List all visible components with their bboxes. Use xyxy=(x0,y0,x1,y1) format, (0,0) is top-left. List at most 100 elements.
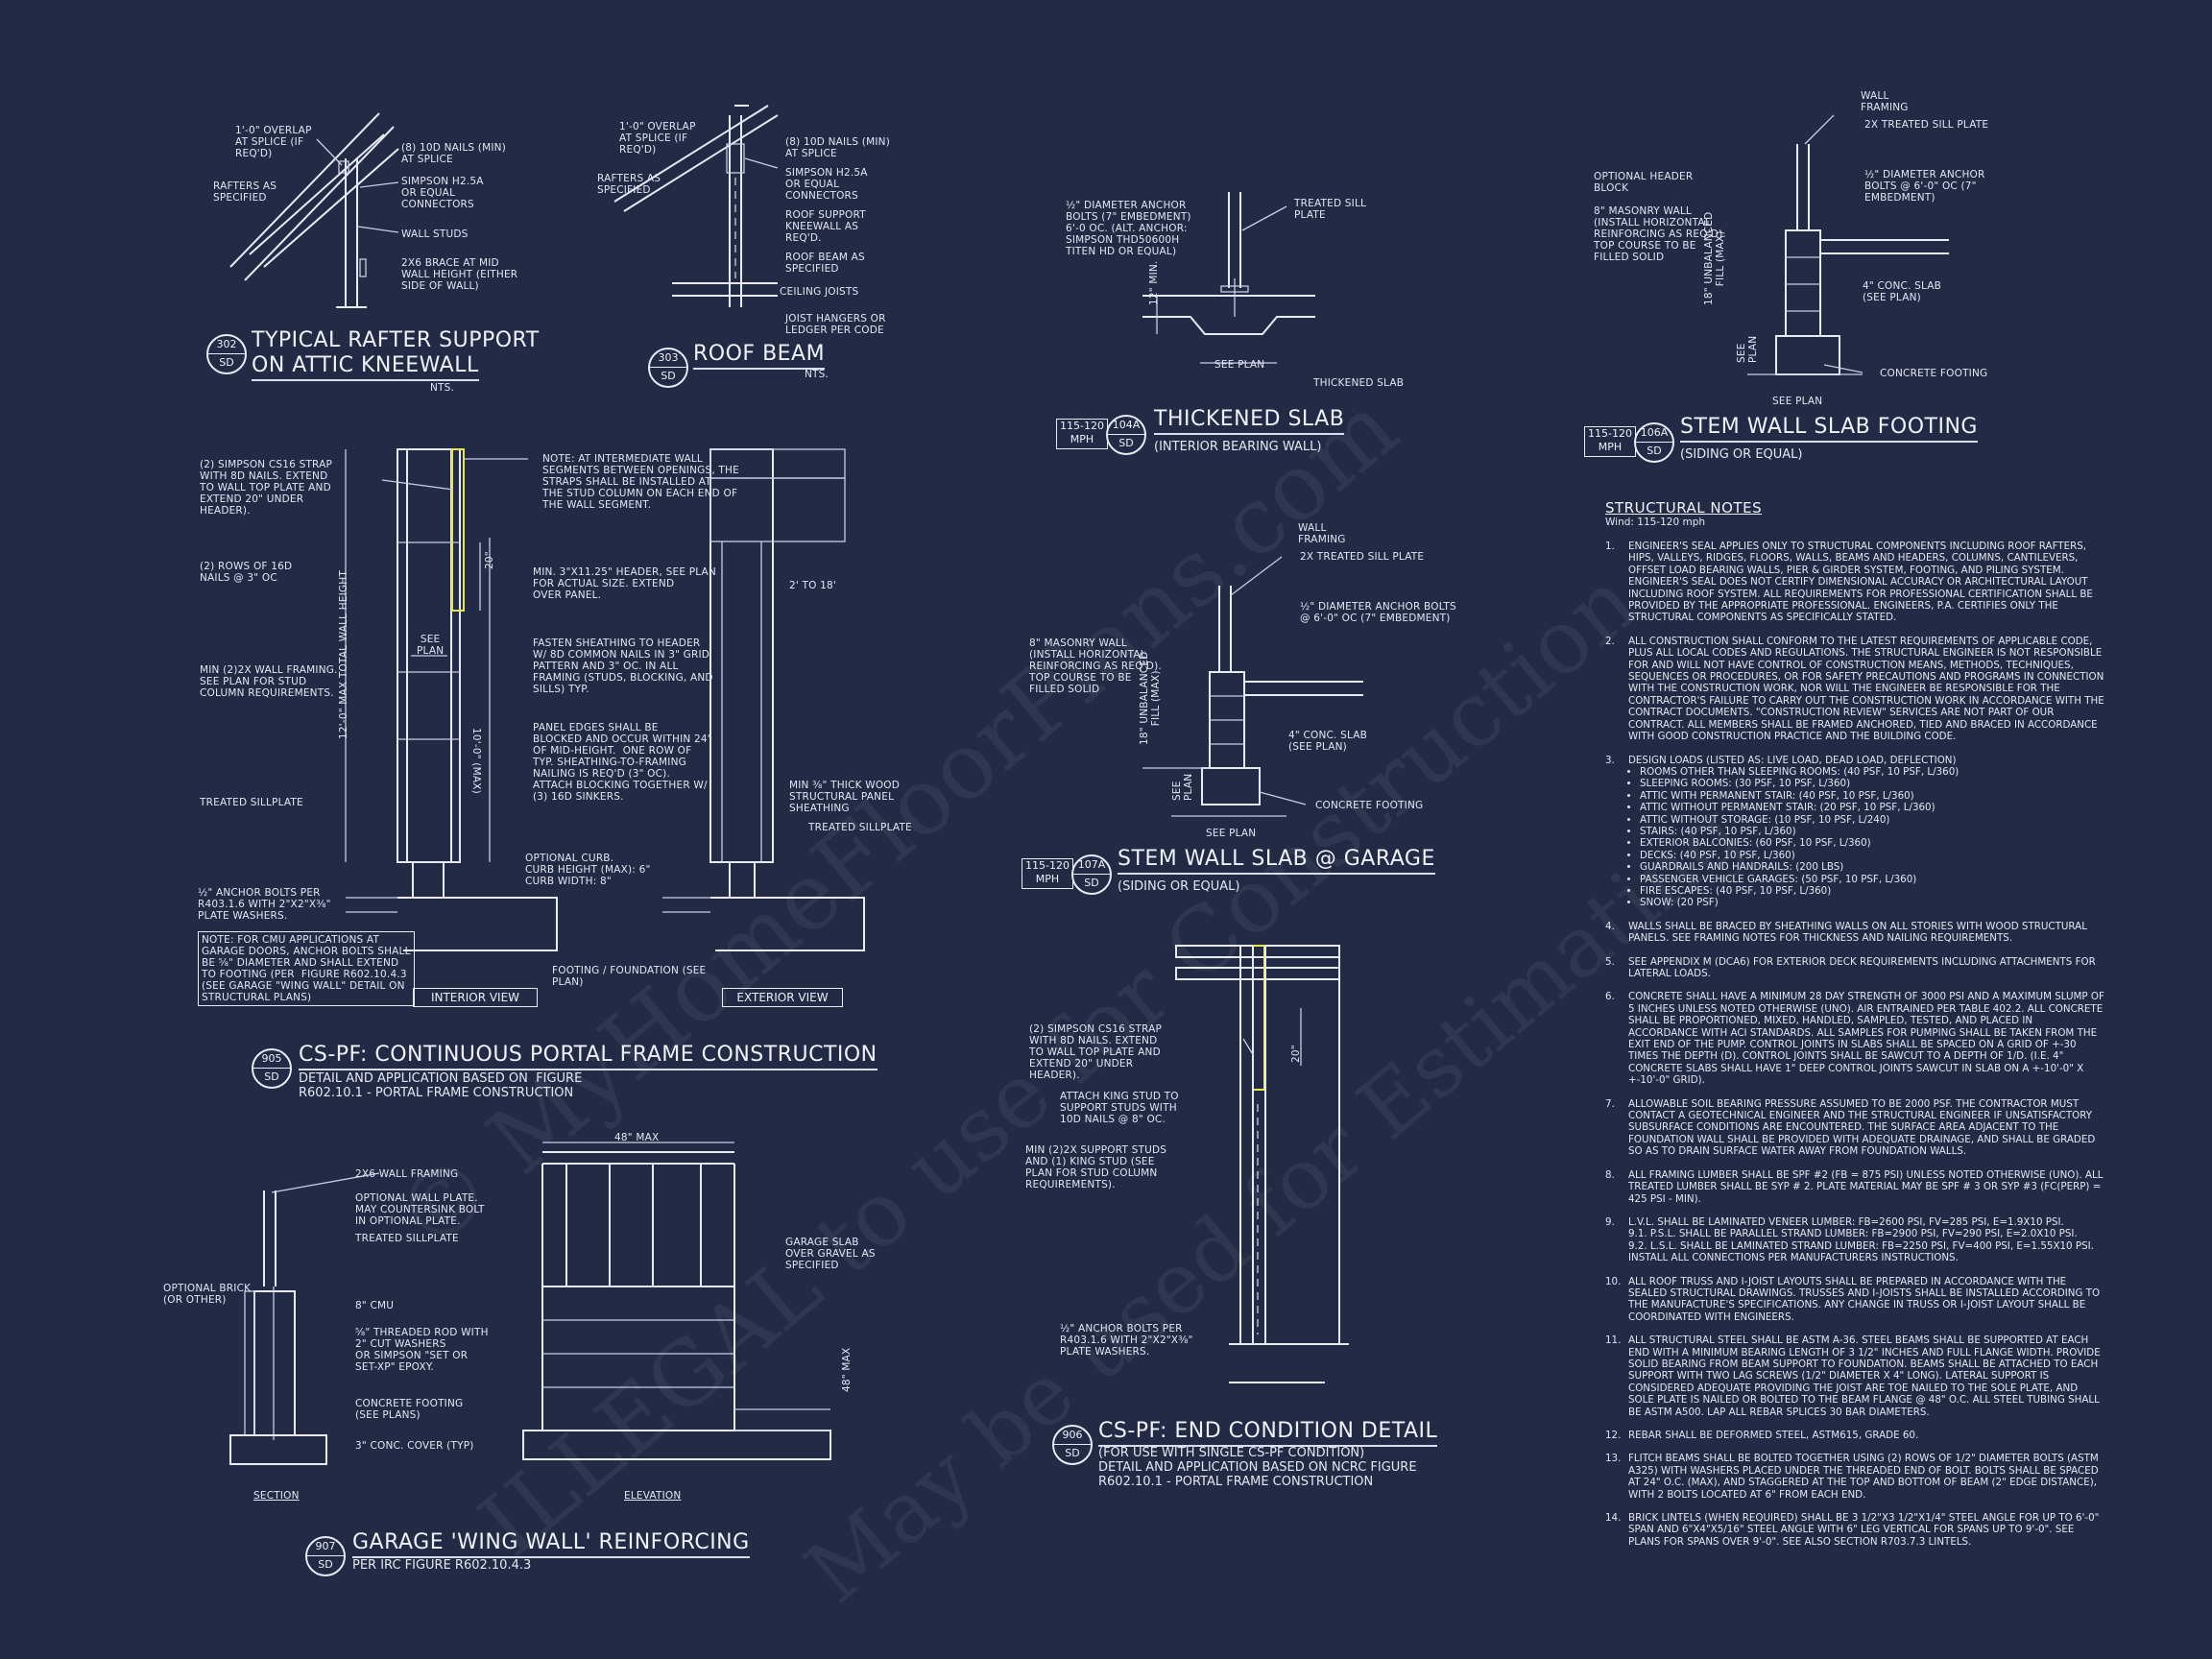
d905-label-rows: (2) ROWS OF 16d NAILS @ 3" OC xyxy=(200,561,293,584)
structural-notes: STRUCTURAL NOTES Wind: 115-120 mph 1.ENG… xyxy=(1605,499,2104,1559)
d906-sub-3: R602.10.1 - PORTAL FRAME CONSTRUCTION xyxy=(1098,1475,1374,1489)
d107a-label-masonry: 8" MASONRY WALL (INSTALL HORIZONTAL REIN… xyxy=(1029,637,1162,695)
d905-label-anchor: ½" ANCHOR BOLTS PER R403.1.6 WITH 2"x2"x… xyxy=(198,887,331,922)
d907-label-48-vertical: 48" MAX xyxy=(841,1347,853,1392)
d106a-subtitle: (SIDING OR EQUAL) xyxy=(1680,447,1803,462)
d302-title-1: TYPICAL RAFTER SUPPORT xyxy=(252,328,540,352)
detail-907-elevation-drawing xyxy=(522,1142,831,1460)
d302-scale: NTS. xyxy=(430,382,455,394)
d106a-label-fill: 18" UNBALANCED FILL (MAX) xyxy=(1703,211,1726,305)
d907-label-footing: CONCRETE FOOTING (SEE PLANS) xyxy=(355,1398,464,1421)
structural-note-5: 5.SEE APPENDIX M (DCA6) FOR EXTERIOR DEC… xyxy=(1605,956,2104,980)
structural-note-text: ENGINEER'S SEAL APPLIES ONLY TO STRUCTUR… xyxy=(1628,541,2093,624)
d303-label-simpson: SIMPSON H2.5A OR EQUAL CONNECTORS xyxy=(785,167,868,202)
d907-label-rod: ⅝" THREADED ROD WITH 2" CUT WASHERS OR S… xyxy=(355,1327,489,1373)
d905-label-sheathing: MIN ⅜" THICK WOOD STRUCTURAL PANEL SHEAT… xyxy=(789,780,901,814)
d906-sub-1: (FOR USE WITH SINGLE CS-PF CONDITION) xyxy=(1098,1446,1365,1460)
d106a-label-seeplan: SEE PLAN xyxy=(1772,396,1823,407)
d106a-wind-box: 115-120 MPH xyxy=(1584,426,1636,457)
structural-note-number: 4. xyxy=(1605,920,1615,932)
d104a-label-bolts: ½" DIAMETER ANCHOR BOLTS (7" EMBEDMENT) … xyxy=(1066,200,1191,257)
structural-notes-list: 1.ENGINEER'S SEAL APPLIES ONLY TO STRUCT… xyxy=(1605,541,2104,1548)
design-load-item: ATTIC WITHOUT PERMANENT STAIR: (20 PSF, … xyxy=(1640,802,2104,813)
d907-label-slab: GARAGE SLAB OVER GRAVEL AS SPECIFIED xyxy=(785,1237,876,1271)
structural-note-number: 5. xyxy=(1605,955,1615,968)
d905-label-seeplan: SEE PLAN xyxy=(417,634,445,657)
d104a-title: THICKENED SLAB xyxy=(1154,407,1345,435)
structural-note-text: ALL STRUCTURAL STEEL SHALL BE ASTM A-36.… xyxy=(1628,1334,2101,1418)
d907-subtitle: PER IRC FIGURE R602.10.4.3 xyxy=(352,1558,532,1573)
structural-note-text: ALL CONSTRUCTION SHALL CONFORM TO THE LA… xyxy=(1628,635,2104,743)
d905-label-footing: FOOTING / FOUNDATION (SEE PLAN) xyxy=(552,965,707,988)
d302-label-rafters: RAFTERS AS SPECIFIED xyxy=(213,180,277,204)
d905-label-10ft: 10'-0" (MAX) xyxy=(470,728,482,794)
d303-label-ceiling: CEILING JOISTS xyxy=(780,286,859,298)
d104a-label-min: 12" MIN. xyxy=(1148,260,1160,305)
structural-note-12: 12.REBAR SHALL BE DEFORMED STEEL, ASTM61… xyxy=(1605,1430,2104,1441)
d907-label-brick: OPTIONAL BRICK (OR OTHER) xyxy=(163,1283,252,1306)
structural-note-2: 2.ALL CONSTRUCTION SHALL CONFORM TO THE … xyxy=(1605,636,2104,743)
d107a-label-slab: 4" CONC. SLAB (SEE PLAN) xyxy=(1288,730,1368,753)
d906-label-king: ATTACH KING STUD TO SUPPORT STUDS WITH 1… xyxy=(1060,1091,1179,1125)
structural-note-9: 9.L.V.L. SHALL BE LAMINATED VENEER LUMBE… xyxy=(1605,1216,2104,1264)
design-load-list: ROOMS OTHER THAN SLEEPING ROOMS: (40 PSF… xyxy=(1628,766,2104,909)
d302-label-wall-studs: WALL STUDS xyxy=(401,228,469,240)
d303-title: ROOF BEAM xyxy=(693,342,826,370)
d906-title: CS-PF: END CONDITION DETAIL xyxy=(1098,1419,1438,1447)
structural-note-number: 11. xyxy=(1605,1334,1622,1347)
d104a-label-slab: THICKENED SLAB xyxy=(1313,377,1405,389)
d302-label-overlap: 1'-0" OVERLAP AT SPLICE (IF REQ'D) xyxy=(235,125,312,159)
d303-label-overlap: 1'-0" OVERLAP AT SPLICE (IF REQ'D) xyxy=(619,121,696,156)
d905-label-cmu-note: NOTE: FOR CMU APPLICATIONS AT GARAGE DOO… xyxy=(198,931,415,1006)
d106a-label-sill: 2x TREATED SILL PLATE xyxy=(1864,119,1989,131)
d907-label-plate: OPTIONAL WALL PLATE. MAY COUNTERSINK BOL… xyxy=(355,1192,485,1227)
d107a-label-bolts: ½" DIAMETER ANCHOR BOLTS @ 6'-0" OC (7" … xyxy=(1300,601,1456,624)
d106a-label-bolts: ½" DIAMETER ANCHOR BOLTS @ 6'-0" OC (7" … xyxy=(1864,169,1985,204)
d303-scale: NTS. xyxy=(805,369,830,380)
structural-note-text: ALLOWABLE SOIL BEARING PRESSURE ASSUMED … xyxy=(1628,1097,2096,1158)
d905-label-curb: OPTIONAL CURB. CURB HEIGHT (MAX): 6" CUR… xyxy=(525,853,651,887)
d905-label-sill-ext: TREATED SILLPLATE xyxy=(808,822,912,833)
structural-note-text: ALL ROOF TRUSS AND I-JOIST LAYOUTS SHALL… xyxy=(1628,1275,2101,1323)
design-load-item: SLEEPING ROOMS: (30 PSF, 10 PSF, L/360) xyxy=(1640,778,2104,789)
d907-elevation-label: ELEVATION xyxy=(624,1490,682,1502)
design-load-item: GUARDRAILS AND HANDRAILS: (200 LBS) xyxy=(1640,861,2104,873)
d106a-label-slab: 4" CONC. SLAB (SEE PLAN) xyxy=(1863,280,1942,303)
d106a-label-masonry: 8" MASONRY WALL (INSTALL HORIZONTAL REIN… xyxy=(1594,205,1726,263)
d107a-label-footing: CONCRETE FOOTING xyxy=(1315,800,1424,811)
d302-label-brace: 2x6 BRACE AT MID WALL HEIGHT (EITHER SID… xyxy=(401,257,518,292)
design-load-item: ATTIC WITH PERMANENT STAIR: (40 PSF, 10 … xyxy=(1640,790,2104,802)
d303-label-nails: (8) 10d NAILS (MIN) AT SPLICE xyxy=(785,136,890,159)
d106a-label-seeplan-2: SEE PLAN xyxy=(1736,335,1759,363)
d106a-label-framing: WALL FRAMING xyxy=(1861,90,1909,113)
d905-label-note: NOTE: AT INTERMEDIATE WALL SEGMENTS BETW… xyxy=(542,453,739,511)
structural-note-text: DESIGN LOADS (LISTED AS: LIVE LOAD, DEAD… xyxy=(1628,754,1957,766)
structural-note-4: 4.WALLS SHALL BE BRACED BY SHEATHING WAL… xyxy=(1605,921,2104,945)
structural-note-number: 13. xyxy=(1605,1453,1622,1465)
d906-label-support: MIN (2)2X SUPPORT STUDS AND (1) KING STU… xyxy=(1025,1144,1167,1190)
structural-note-number: 6. xyxy=(1605,991,1615,1003)
d905-sub-2: R602.10.1 - PORTAL FRAME CONSTRUCTION xyxy=(299,1086,574,1100)
d303-label-hangers: JOIST HANGERS OR LEDGER PER CODE xyxy=(785,313,886,336)
structural-notes-wind: Wind: 115-120 mph xyxy=(1605,517,1706,528)
structural-note-text: L.V.L. SHALL BE LAMINATED VENEER LUMBER:… xyxy=(1628,1215,2094,1264)
d303-label-rafters: RAFTERS AS SPECIFIED xyxy=(597,173,661,196)
d106a-label-header: OPTIONAL HEADER BLOCK xyxy=(1594,171,1694,194)
d905-label-framing: MIN (2)2X WALL FRAMING. SEE PLAN FOR STU… xyxy=(200,664,338,699)
d905-label-20in: 20" xyxy=(484,551,495,569)
design-load-item: DECKS: (40 PSF, 10 PSF, L/360) xyxy=(1640,850,2104,861)
d303-label-kneewall: ROOF SUPPORT KNEEWALL AS REQ'D. xyxy=(785,209,866,244)
d107a-label-sill: 2x TREATED SILL PLATE xyxy=(1300,551,1425,563)
design-load-item: ATTIC WITHOUT STORAGE: (10 PSF, 10 PSF, … xyxy=(1640,814,2104,826)
detail-106a-drawing xyxy=(1747,144,1949,375)
structural-note-text: BRICK LINTELS (WHEN REQUIRED) SHALL BE 3… xyxy=(1628,1512,2100,1548)
d302-label-nails: (8) 10d NAILS (MIN) AT SPLICE xyxy=(401,142,506,165)
d907-label-48-horizontal: 48" MAX xyxy=(614,1132,660,1143)
structural-note-number: 10. xyxy=(1605,1275,1622,1287)
